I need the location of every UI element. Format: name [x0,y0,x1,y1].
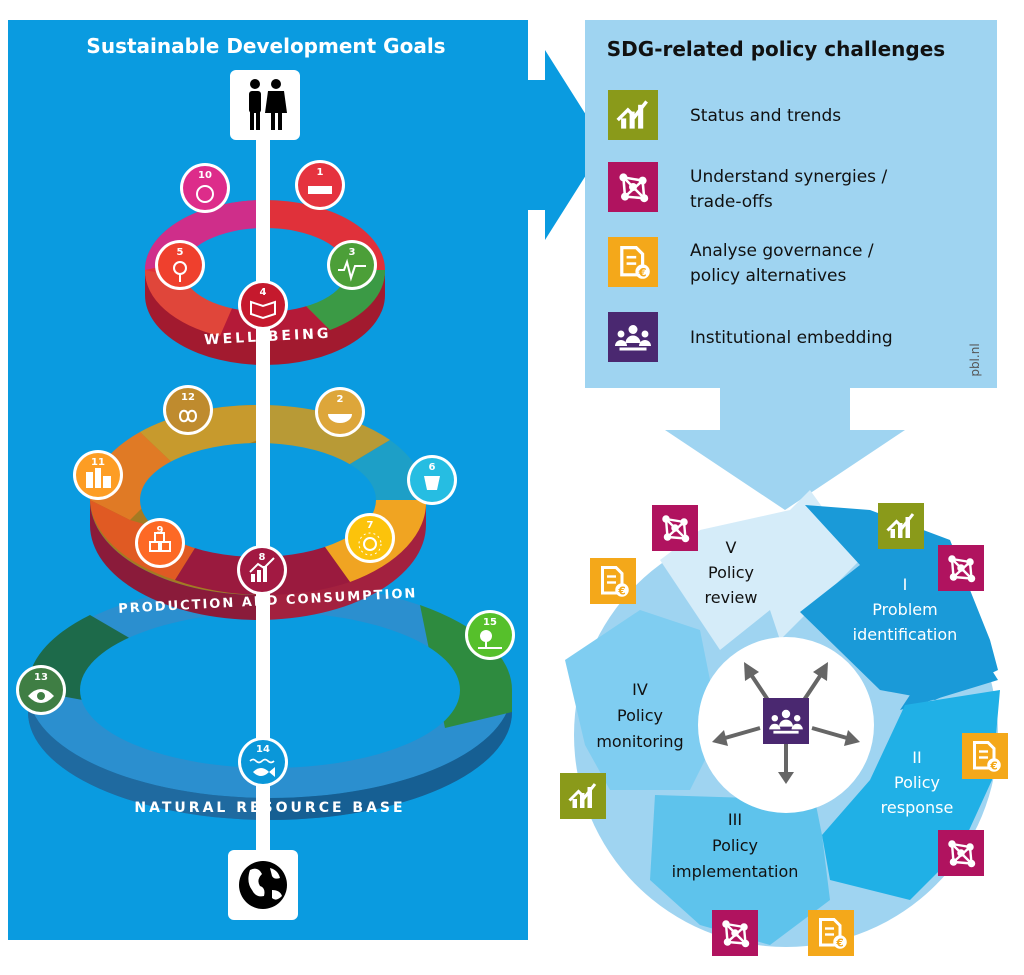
goal-9-number: 9 [157,525,164,536]
stage-v-number: V [726,538,737,557]
challenge-3-label-line1: Analyse governance / [690,241,874,261]
cycle-icon-network-right [938,545,984,591]
goal-10-number: 10 [198,170,212,181]
stage-iv-segment [565,610,720,790]
challenge-3-label-line2: policy alternatives [690,266,847,286]
stage-i-line1: Problem [872,600,937,619]
cycle-icon-doc-bottom [808,910,854,956]
challenge-2-label-line2: trade-offs [690,192,773,212]
cycle-icon-network-top [652,505,698,551]
goal-15-icon: 15 [465,610,515,660]
challenges-title: SDG-related policy challenges [607,37,945,61]
ring-label-natural: NATURAL RESOURCE BASE [134,800,405,816]
challenge-governance-icon [608,237,658,287]
goal-4-icon: 4 [238,280,288,330]
stage-iv-line1: Policy [617,706,663,725]
challenge-1-label: Status and trends [690,106,841,126]
goal-4-number: 4 [260,287,267,298]
goal-10-icon: 10 [180,163,230,213]
goal-3-icon: 3 [327,240,377,290]
goal-1-number: 1 [317,167,324,178]
goal-11-icon: 11 [73,450,123,500]
goal-6-number: 6 [429,462,436,473]
left-panel-title: Sustainable Development Goals [86,34,445,58]
goal-13-number: 13 [34,672,48,683]
goal-13-icon: 13 [16,665,66,715]
goal-2-number: 2 [337,394,344,405]
cycle-icon-doc-right [962,733,1008,779]
goal-12-number: 12 [181,392,195,403]
stage-i-number: I [903,575,908,594]
challenge-2-label-line1: Understand synergies / [690,167,887,187]
goal-6-icon: 6 [407,455,457,505]
goal-8-icon: 8 [237,545,287,595]
goal-7-number: 7 [367,520,374,531]
stage-v-line2: review [705,588,758,607]
goal-12-icon: 12 [163,385,213,435]
goal-14-number: 14 [256,744,270,755]
stage-iii-segment [650,795,830,945]
stage-iii-line2: implementation [672,862,799,881]
stage-iii-line1: Policy [712,836,758,855]
cycle-icon-chart-top-right [878,503,924,549]
flow-arrow-right [528,50,605,240]
challenge-institutional-icon [608,312,658,362]
stage-ii-line1: Policy [894,773,940,792]
goal-7-icon: 7 [345,513,395,563]
people-top-icon [230,70,300,140]
stage-v-line1: Policy [708,563,754,582]
goal-2-icon: 2 [315,387,365,437]
watermark: pbl.nl [968,343,982,376]
stage-iv-number: IV [632,680,648,699]
cycle-icon-chart-left [560,773,606,819]
goal-11-number: 11 [91,457,105,468]
goal-14-icon: 14 [238,737,288,787]
stage-ii-line2: response [881,798,954,817]
cycle-icon-network-bottom-right [938,830,984,876]
goal-5-icon: 5 [155,240,205,290]
goal-9-icon: 9 [135,518,185,568]
globe-icon [228,850,298,920]
goal-8-number: 8 [259,552,266,563]
stage-i-line2: identification [853,625,958,644]
ring-label-wellbeing: WELL-BEING [204,326,332,349]
cycle-center-people-icon [763,698,809,744]
stage-iv-line2: monitoring [596,732,683,751]
challenge-4-label: Institutional embedding [690,328,893,348]
goal-1-icon: 1 [295,160,345,210]
goal-15-number: 15 [483,617,497,628]
challenge-synergies-icon [608,162,658,212]
goal-3-number: 3 [349,247,356,258]
goal-5-number: 5 [177,247,184,258]
cycle-icon-doc-left [590,558,636,604]
stage-iii-number: III [728,810,742,829]
cycle-icon-network-bottom [712,910,758,956]
challenge-status-icon [608,90,658,140]
stage-ii-number: II [912,748,921,767]
flow-arrow-down [665,388,905,510]
